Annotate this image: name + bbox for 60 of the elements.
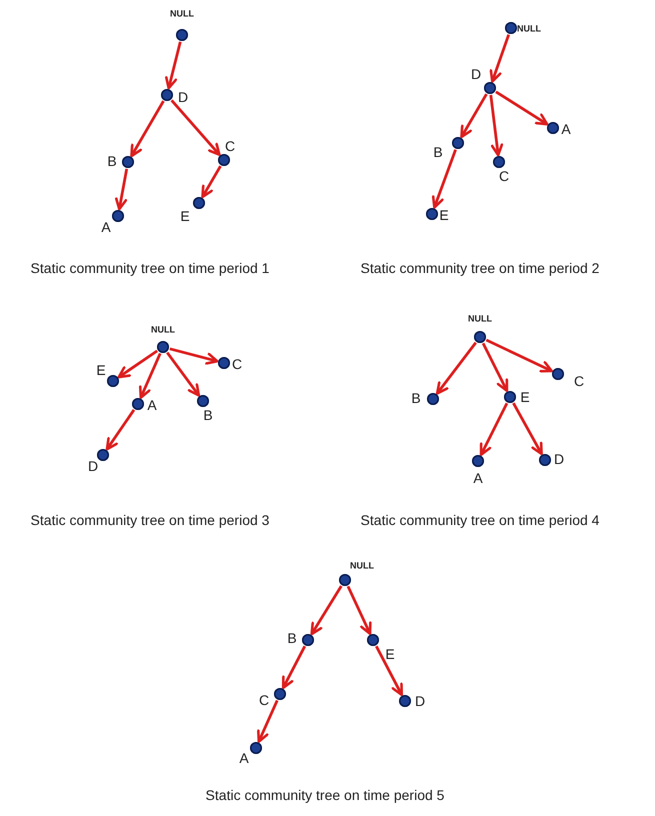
tree-caption: Static community tree on time period 1 — [30, 260, 270, 276]
arrow — [106, 409, 136, 450]
node-label: NULL — [468, 314, 492, 324]
node-label: C — [232, 357, 242, 371]
arrow — [375, 646, 403, 696]
node-label: C — [498, 169, 510, 183]
node-label: D — [178, 90, 188, 104]
node-label: B — [411, 391, 421, 405]
node-label: E — [96, 363, 106, 377]
node-label: D — [554, 452, 564, 466]
arrow — [460, 93, 488, 138]
arrow — [282, 646, 306, 690]
arrow — [118, 350, 158, 378]
node-label: C — [574, 374, 584, 388]
node-label: NULL — [517, 24, 541, 34]
node-label: E — [180, 209, 190, 223]
node-label: A — [239, 751, 249, 765]
arrow — [130, 100, 165, 158]
arrow — [164, 41, 182, 90]
arrow — [482, 342, 508, 392]
arrow — [201, 165, 222, 198]
node-label: B — [287, 631, 297, 645]
arrow — [138, 352, 162, 399]
node-label: D — [470, 67, 482, 81]
node-label: NULL — [350, 562, 374, 570]
node-label: A — [473, 471, 483, 485]
node-label: D — [414, 694, 426, 708]
arrow — [486, 338, 553, 373]
node-label: B — [203, 408, 213, 422]
node-label: C — [224, 139, 236, 153]
node-label: NULL — [170, 10, 194, 18]
node-label: E — [520, 390, 530, 404]
tree-caption: Static community tree on time period 3 — [30, 512, 270, 528]
arrow — [490, 34, 510, 83]
arrow — [257, 700, 278, 743]
arrow — [480, 402, 508, 456]
arrow — [489, 94, 504, 156]
node-label: A — [147, 398, 157, 412]
node-label: A — [561, 122, 571, 136]
tree-caption: Static community tree on time period 5 — [206, 787, 444, 803]
arrow — [169, 347, 218, 365]
tree-caption: Static community tree on time period 2 — [360, 260, 600, 276]
node-label: NULL — [151, 326, 175, 334]
arrow — [310, 585, 342, 636]
arrow — [114, 168, 128, 210]
node-label: D — [88, 459, 98, 473]
arrow — [495, 90, 548, 126]
node-label: E — [439, 208, 449, 222]
node-label: B — [433, 145, 443, 159]
arrow — [170, 99, 221, 156]
node-label: E — [385, 647, 395, 661]
arrow — [166, 352, 200, 397]
arrow — [432, 149, 457, 209]
node-label: A — [101, 220, 111, 234]
node-label: C — [258, 693, 270, 707]
arrow — [512, 402, 543, 456]
tree-caption: Static community tree on time period 4 — [360, 512, 600, 528]
arrow — [346, 586, 372, 635]
arrow — [436, 342, 477, 395]
node-label: B — [107, 154, 117, 168]
